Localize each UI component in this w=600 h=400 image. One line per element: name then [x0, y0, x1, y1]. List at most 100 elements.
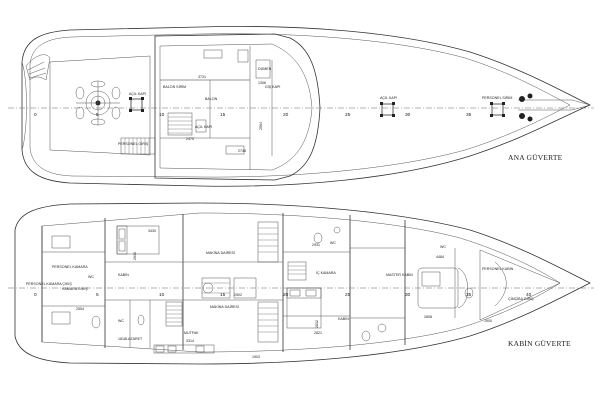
dim-2808: 2808 — [424, 315, 432, 319]
main-station-label: 25 — [345, 112, 351, 118]
cabin-deck-title: KABİN GÜVERTE — [508, 339, 571, 348]
dim-1900: 1900 — [484, 319, 492, 323]
main-deck-dimensions: 3731 1306 2475 2564 2748 — [160, 75, 266, 153]
storage-lockers — [257, 221, 279, 343]
aci-kapi-label: AÇIL KAPI — [129, 92, 146, 96]
kabin-label: KABİN — [118, 272, 129, 277]
windlass-port — [519, 93, 533, 102]
makina-dairesi-label: MAKİNA DAİRESİ — [210, 304, 239, 309]
wc-label: WC — [330, 241, 336, 245]
cabin-station-label: 25 — [345, 292, 351, 298]
dim-1306: 1306 — [258, 81, 266, 85]
balon-label: BALON — [205, 97, 218, 101]
forepeak — [479, 249, 561, 321]
galley-counter — [153, 344, 215, 354]
saloon-sofa — [203, 49, 223, 59]
is-kapi-label: GİŞ KAPI — [265, 84, 280, 89]
main-station-label: 0 — [34, 112, 37, 118]
cabin-station-label: 15 — [220, 292, 226, 298]
personel-kamara-label: PERSONEL KAMARA — [52, 265, 88, 269]
deck-hatch-mid — [380, 102, 395, 117]
personel-kamara-cikis-label: PERSONEL KAMARA ÇIKIŞ — [26, 282, 72, 286]
cabin-station-label: 0 — [34, 292, 37, 298]
dim-2502: 2502 — [234, 293, 242, 297]
round-table — [75, 80, 121, 126]
cabin-stairs-fwd — [287, 261, 307, 281]
main-deck-stations: 0 5 10 15 20 25 30 35 — [34, 112, 472, 118]
dim-2616: 2616 — [133, 252, 137, 260]
dim-3430: 3430 — [148, 229, 156, 233]
cabin-station-label: 10 — [159, 292, 165, 298]
stern-steps — [25, 54, 51, 81]
main-station-label: 15 — [220, 112, 226, 118]
dim-4484: 4484 — [436, 255, 444, 259]
makina-dairesi-label: MAKİNA DAİRESİ — [206, 250, 235, 255]
balon-sirim-label: BALON SİRİM — [163, 84, 186, 89]
lazaret-label: LAZARET — [126, 337, 143, 341]
cabin-stairs-aft — [165, 301, 183, 327]
cabin-deck-dimensions: 3430 2616 2931 4484 2554 1818 3314 2808 … — [76, 229, 492, 359]
cabin-station-label: 30 — [405, 292, 411, 298]
cabin-station-label: 40 — [526, 292, 532, 298]
personel-kabin-label: PERSONEL KABİN — [482, 266, 514, 271]
main-station-label: 30 — [405, 112, 411, 118]
cabin-deck-labels: PERSONEL KAMARA PERSONEL KAMARA ÇIKIŞ WC… — [26, 241, 534, 341]
cabin-deck-bulkheads — [41, 213, 406, 352]
cabin-station-label: 35 — [466, 292, 472, 298]
main-deck-title: ANA GÜVERTE — [508, 153, 563, 162]
dim-2554: 2554 — [76, 307, 84, 311]
deck-hatch-aft — [129, 97, 144, 112]
main-deck-plan: 0 5 10 15 20 25 30 35 DÜMEN BALON SİRİM … — [8, 25, 594, 187]
dim-3314: 3314 — [186, 339, 194, 343]
kamara-giris-label: KAMARA GİRİŞ — [62, 286, 88, 291]
main-station-label: 10 — [159, 112, 165, 118]
cabin-bed-stbd — [286, 287, 322, 329]
dim-2564: 2564 — [259, 122, 263, 130]
dim-2832: 2832 — [315, 320, 319, 328]
cabin-station-label: 20 — [283, 292, 289, 298]
main-deck-labels: DÜMEN BALON SİRİM BALON GİŞ KAPI AÇIL KA… — [118, 67, 512, 146]
aft-bench — [225, 145, 245, 155]
bow-anchor-lines — [518, 99, 591, 111]
ic-kamara-label: İÇ KAMARA — [316, 270, 336, 275]
dim-3731: 3731 — [198, 75, 206, 79]
mutfak-label: MUTFAK — [184, 331, 199, 335]
helm-console — [255, 59, 271, 79]
aci-kapi-label: AÇIL KAPI — [380, 96, 397, 100]
personel-giris-label: PERSONEL GİRİŞ — [118, 141, 149, 146]
wc-fixtures — [91, 226, 474, 342]
cabin-deck-hull-outline — [14, 202, 591, 365]
dim-2931: 2931 — [312, 243, 320, 247]
cabin-deck-stations: 0 5 10 15 20 25 30 35 40 — [34, 292, 532, 298]
main-station-label: 20 — [283, 112, 289, 118]
cimciba-label: ÇİMÇİBA GİRİŞ — [508, 296, 534, 301]
saloon-stairs — [167, 112, 193, 136]
deck-hatch-fwd — [490, 102, 505, 117]
dumen-label: DÜMEN — [258, 67, 272, 71]
cabin-deck-plan: 0 5 10 15 20 25 30 35 40 PERSONEL KAMARA… — [8, 202, 594, 365]
wc-label: WC — [440, 245, 446, 249]
dim-2475: 2475 — [186, 137, 194, 141]
dim-2821: 2821 — [314, 331, 322, 335]
main-station-label: 35 — [466, 112, 472, 118]
transom — [21, 61, 27, 151]
dim-1903: 1903 — [252, 355, 260, 359]
deckhouse-inner — [159, 43, 313, 171]
saloon-chair — [237, 49, 249, 63]
aft-bed — [51, 235, 71, 325]
master-kabin-label: MASTER KABİN — [386, 272, 413, 277]
main-deck-bulwark — [29, 33, 571, 178]
deckhouse — [154, 33, 321, 181]
aci-kapi-label: AÇIL KAPI — [195, 125, 212, 129]
main-station-label: 5 — [96, 112, 99, 118]
cabin-bed-port — [116, 225, 160, 255]
cabin-station-label: 5 — [96, 292, 99, 298]
windlass-stbd — [519, 113, 533, 122]
dim-2748: 2748 — [238, 149, 246, 153]
personel-sirim-label: PERSONEL SİRİM — [482, 95, 512, 100]
personel-wc-label: WC — [88, 275, 94, 279]
kabin-label: KABİN — [338, 316, 349, 321]
aft-cockpit — [49, 55, 151, 156]
